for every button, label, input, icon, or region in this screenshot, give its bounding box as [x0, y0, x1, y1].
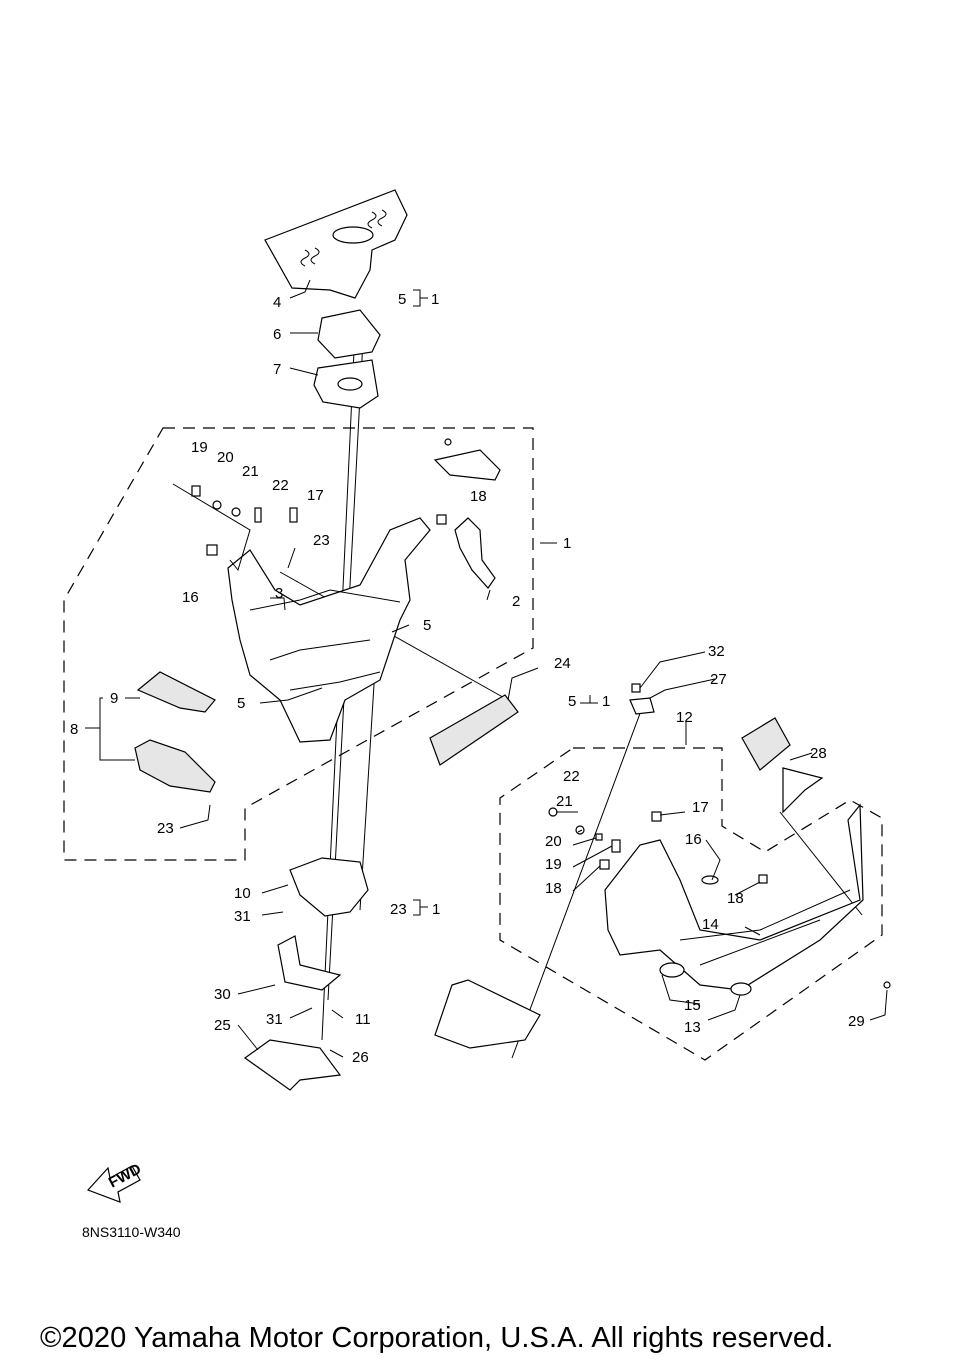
callout-26: 26 — [352, 1049, 369, 1066]
callout-8: 8 — [70, 721, 78, 738]
callout-6: 6 — [273, 326, 281, 343]
part-upper-stay — [433, 449, 501, 481]
callout-5: 5 — [568, 693, 576, 710]
callout-16: 16 — [685, 831, 702, 848]
callout-1: 1 — [563, 535, 571, 552]
part-front-bracket — [434, 979, 541, 1049]
callout-28: 28 — [810, 745, 827, 762]
callout-1: 1 — [432, 901, 440, 918]
callout-20: 20 — [545, 833, 562, 850]
fasteners-right — [548, 683, 891, 989]
part-bracket — [454, 517, 496, 589]
callout-24: 24 — [554, 655, 571, 672]
group-boundary-right — [499, 747, 883, 1061]
part-undercover-10 — [289, 857, 369, 917]
part-lower-cowling-assembly — [604, 803, 864, 996]
callout-17: 17 — [692, 799, 709, 816]
callout-31: 31 — [266, 1011, 283, 1028]
callout-10: 10 — [234, 885, 251, 902]
callout-21: 21 — [556, 793, 573, 810]
callout-5: 5 — [398, 291, 406, 308]
callout-32: 32 — [708, 643, 725, 660]
callout-18: 18 — [470, 488, 487, 505]
callout-18: 18 — [545, 880, 562, 897]
part-heat-shield — [264, 189, 408, 299]
callout-20: 20 — [217, 449, 234, 466]
callout-23: 23 — [157, 820, 174, 837]
callout-19: 19 — [545, 856, 562, 873]
callout-5: 5 — [423, 617, 431, 634]
copyright-notice: ©2020 Yamaha Motor Corporation, U.S.A. A… — [40, 1322, 834, 1354]
callout-29: 29 — [848, 1013, 865, 1030]
callout-17: 17 — [307, 487, 324, 504]
group-boundary-left — [63, 427, 534, 861]
part-cover-25 — [243, 1039, 342, 1091]
leader-lines — [85, 279, 888, 1058]
callout-14: 14 — [702, 916, 719, 933]
part-cover-30 — [277, 935, 342, 991]
callout-23: 23 — [390, 901, 407, 918]
callout-22: 22 — [272, 477, 289, 494]
callout-21: 21 — [242, 463, 259, 480]
fasteners-left — [172, 438, 452, 572]
callout-11: 11 — [355, 1011, 371, 1028]
callout-27: 27 — [710, 671, 727, 688]
callout-15: 15 — [684, 997, 701, 1014]
part-cover-8 — [134, 739, 216, 793]
callout-3: 3 — [275, 585, 283, 602]
callout-13: 13 — [684, 1019, 701, 1036]
callout-2: 2 — [512, 593, 520, 610]
part-plate — [313, 359, 379, 409]
part-cover-9 — [136, 671, 216, 713]
callout-22: 22 — [563, 768, 580, 785]
callout-1: 1 — [431, 291, 439, 308]
callout-19: 19 — [191, 439, 208, 456]
callout-30: 30 — [214, 986, 231, 1003]
part-side-panel — [429, 694, 519, 766]
part-vent-28 — [741, 717, 824, 814]
drawing-code: 8NS3110-W340 — [82, 1224, 181, 1240]
part-main-cowling — [227, 517, 431, 743]
fwd-arrow-icon: FWD — [86, 1160, 144, 1203]
callout-9: 9 — [110, 690, 118, 707]
assembly-line-stay — [779, 811, 863, 916]
callout-4: 4 — [273, 294, 281, 311]
callout-23: 23 — [313, 532, 330, 549]
callout-12: 12 — [676, 709, 693, 726]
assembly-line-right — [511, 699, 646, 1059]
callout-7: 7 — [273, 361, 281, 378]
callout-1: 1 — [602, 693, 610, 710]
callout-16: 16 — [182, 589, 199, 606]
callout-5: 5 — [237, 695, 245, 712]
part-gasket — [317, 309, 381, 359]
callout-25: 25 — [214, 1017, 231, 1034]
callout-31: 31 — [234, 908, 251, 925]
callout-18: 18 — [727, 890, 744, 907]
